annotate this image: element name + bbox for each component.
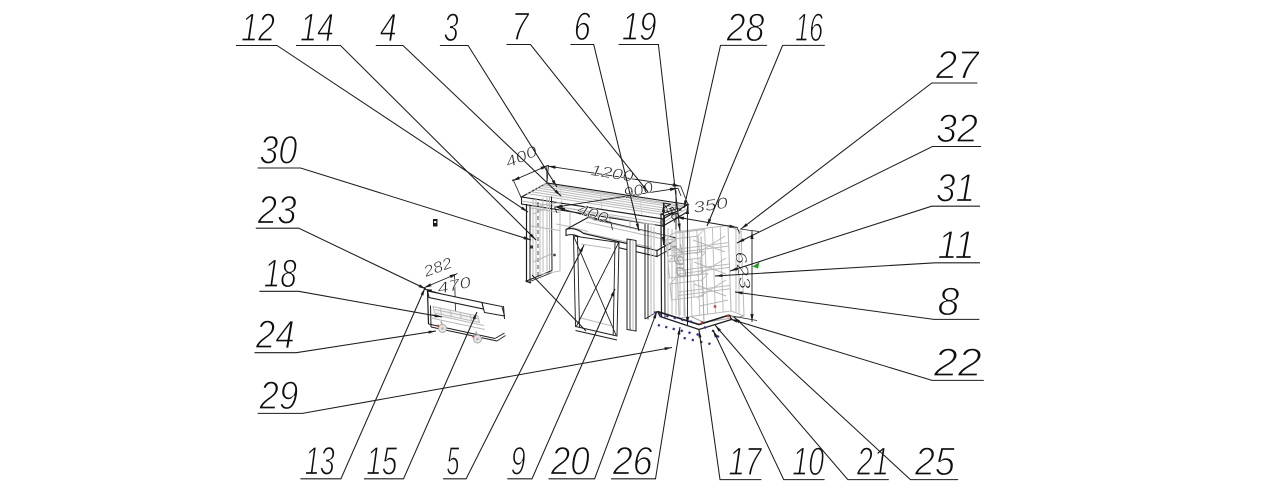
svg-text:790: 790: [668, 241, 690, 280]
svg-text:8: 8: [938, 280, 961, 324]
svg-text:20: 20: [550, 439, 590, 483]
svg-text:19: 19: [622, 5, 657, 49]
svg-text:4: 4: [380, 6, 397, 50]
svg-text:12: 12: [241, 6, 275, 50]
svg-text:14: 14: [300, 6, 334, 50]
svg-text:27: 27: [935, 44, 981, 88]
svg-text:15: 15: [366, 439, 398, 483]
svg-text:24: 24: [255, 313, 295, 357]
svg-text:30: 30: [259, 129, 297, 173]
svg-text:6: 6: [574, 5, 592, 49]
svg-text:5: 5: [446, 439, 459, 483]
svg-text:7: 7: [512, 5, 530, 49]
svg-text:3: 3: [444, 6, 459, 50]
svg-text:350: 350: [692, 195, 730, 217]
svg-text:21: 21: [856, 440, 889, 484]
svg-text:28: 28: [726, 6, 765, 50]
svg-text:29: 29: [259, 374, 299, 418]
svg-text:22: 22: [933, 341, 982, 385]
svg-text:18: 18: [264, 252, 298, 296]
svg-text:16: 16: [795, 6, 823, 50]
svg-text:17: 17: [728, 440, 762, 484]
svg-text:13: 13: [305, 439, 335, 483]
svg-text:23: 23: [257, 189, 297, 233]
svg-text:623: 623: [731, 250, 753, 291]
svg-text:32: 32: [936, 107, 978, 151]
svg-text:11: 11: [938, 223, 975, 267]
svg-text:26: 26: [612, 439, 654, 483]
svg-text:25: 25: [914, 440, 956, 484]
svg-text:31: 31: [936, 167, 975, 211]
svg-text:9: 9: [511, 439, 526, 483]
